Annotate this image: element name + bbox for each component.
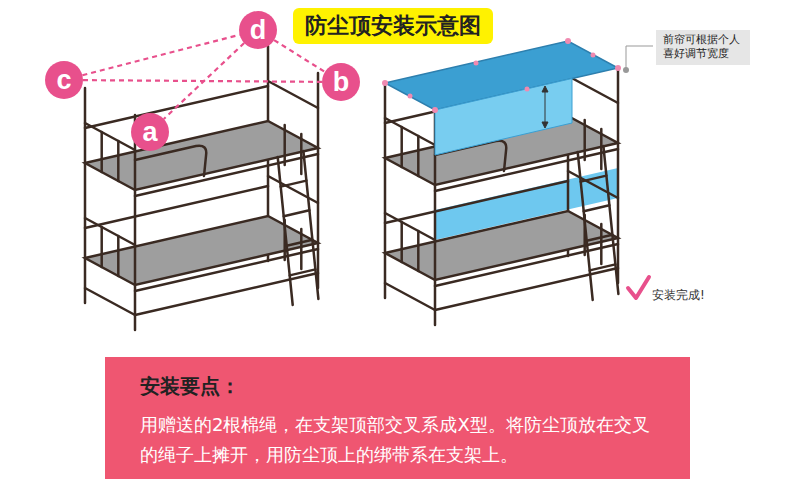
corner-letter: c bbox=[45, 61, 83, 99]
corner-marker: d bbox=[239, 11, 277, 49]
callout-leader bbox=[623, 46, 653, 73]
status-label: 安装完成! bbox=[652, 287, 705, 304]
callout-text: 前帘可根据个人喜好调节宽度 bbox=[663, 33, 743, 62]
tie-marks bbox=[382, 38, 621, 113]
corner-marker: b bbox=[322, 63, 360, 101]
tips-panel: 安装要点： 用赠送的2根棉绳，在支架顶部交叉系成X型。将防尘顶放在交叉的绳子上摊开… bbox=[105, 357, 690, 479]
diagram-title: 防尘顶安装示意图 bbox=[293, 8, 493, 44]
tie-marks-part bbox=[525, 87, 530, 92]
corner-marker: c bbox=[45, 61, 83, 99]
callout-leader-part bbox=[623, 67, 629, 73]
tie-marks-part bbox=[432, 107, 438, 113]
tie-marks-part bbox=[565, 38, 571, 44]
callout-leader-part bbox=[626, 46, 653, 70]
width-arrow-part bbox=[545, 90, 546, 124]
bunk-bed-left bbox=[85, 46, 318, 330]
panel-body: 用赠送的2根棉绳，在支架顶部交叉系成X型。将防尘顶放在交叉的绳子上摊开，用防尘顶… bbox=[140, 410, 665, 470]
tie-marks-part bbox=[615, 65, 621, 71]
panel-heading: 安装要点： bbox=[140, 373, 660, 400]
rope-line bbox=[164, 43, 244, 119]
width-arrow-part bbox=[542, 86, 548, 92]
corner-marker: a bbox=[131, 113, 169, 151]
rope-line bbox=[274, 40, 325, 72]
tie-marks-part bbox=[474, 61, 479, 66]
width-arrow bbox=[542, 86, 548, 128]
width-arrow-part bbox=[542, 122, 548, 128]
corner-letter: a bbox=[131, 113, 169, 151]
tie-marks-part bbox=[408, 94, 413, 99]
check-mark bbox=[628, 277, 649, 298]
callout-box: 前帘可根据个人喜好调节宽度 bbox=[656, 30, 750, 65]
front-curtain bbox=[435, 79, 572, 156]
tie-marks-part bbox=[591, 53, 596, 58]
corner-letter: b bbox=[322, 63, 360, 101]
corner-letter: d bbox=[239, 11, 277, 49]
bunk-bed-right bbox=[385, 41, 618, 325]
tie-marks-part bbox=[382, 80, 388, 86]
